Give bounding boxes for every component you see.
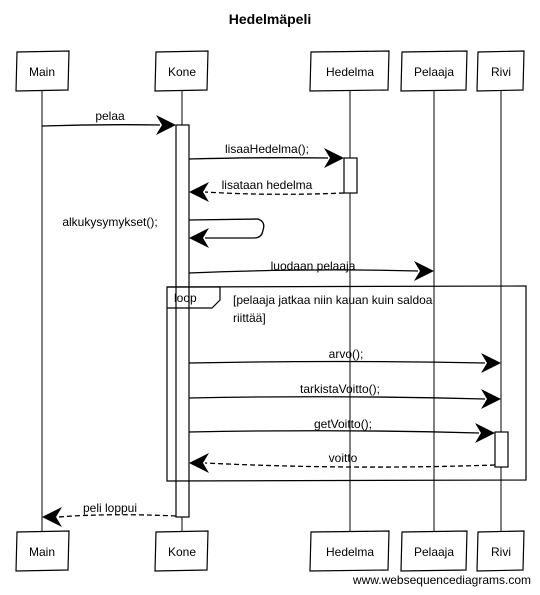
message-label: tarkistaVoitto(); <box>300 382 380 396</box>
arrowhead-icon <box>481 353 501 373</box>
message-getvoitto: getVoitto(); <box>188 417 495 443</box>
participant-pelaaja-label: Pelaaja <box>414 65 454 79</box>
message-label: lisaaHedelma(); <box>225 142 309 156</box>
participant-main-bottom: Main <box>15 530 70 572</box>
participant-rivi-bottom: Rivi <box>476 530 525 572</box>
message-pelaa: pelaa <box>41 109 176 135</box>
activation-rivi <box>494 431 509 468</box>
message-label: arvo(); <box>329 347 364 361</box>
participant-pelaaja-bottom: Pelaaja <box>400 530 468 572</box>
participant-main-label: Main <box>29 545 55 559</box>
message-label: voitto <box>329 451 358 465</box>
message-lisaahedelma: lisaaHedelma(); <box>188 142 344 168</box>
participant-kone-label: Kone <box>168 545 196 559</box>
activation-kone <box>175 124 190 518</box>
arrowhead-icon <box>42 507 62 527</box>
message-peli-loppui: peli loppui <box>42 501 177 527</box>
loop-condition-line1: [pelaaja jatkaa niin kauan kuin saldoa <box>233 293 433 307</box>
activation-hedelma <box>343 157 358 194</box>
message-lisataan-hedelma: lisataan hedelma <box>189 178 345 202</box>
participant-pelaaja-label: Pelaaja <box>414 545 454 559</box>
participant-hedelma-bottom: Hedelma <box>309 530 390 572</box>
participant-kone-label: Kone <box>168 65 196 79</box>
participant-hedelma-top: Hedelma <box>309 50 390 92</box>
diagram-title: Hedelmäpeli <box>229 11 311 27</box>
message-label: lisataan hedelma <box>222 178 313 192</box>
loop-frame: loop [pelaaja jatkaa niin kauan kuin sal… <box>166 285 527 482</box>
arrowhead-icon <box>481 389 501 409</box>
message-tarkistavoitto: tarkistaVoitto(); <box>188 382 501 409</box>
watermark: www.websequencediagrams.com <box>352 573 531 587</box>
message-label: luodaan pelaaja <box>271 259 356 273</box>
arrowhead-icon <box>189 453 209 473</box>
participant-rivi-label: Rivi <box>491 545 511 559</box>
message-voitto: voitto <box>189 451 496 473</box>
message-alkukysymykset: alkukysymykset(); <box>62 215 265 248</box>
arrowhead-icon <box>324 148 344 168</box>
arrowhead-icon <box>475 423 495 443</box>
participant-rivi-label: Rivi <box>491 65 511 79</box>
participant-kone-bottom: Kone <box>154 530 209 572</box>
loop-keyword: loop <box>174 291 197 305</box>
arrowhead-icon <box>189 228 209 248</box>
participant-hedelma-label: Hedelma <box>326 65 374 79</box>
arrowhead-icon <box>414 261 434 281</box>
message-label: getVoitto(); <box>314 417 372 431</box>
message-luodaan-pelaaja: luodaan pelaaja <box>188 259 434 281</box>
participant-main-top: Main <box>15 50 70 92</box>
message-label: pelaa <box>95 109 125 123</box>
participant-pelaaja-top: Pelaaja <box>400 50 468 92</box>
loop-condition-line2: riittää] <box>233 311 266 325</box>
arrowhead-icon <box>189 182 209 202</box>
participant-rivi-top: Rivi <box>476 50 525 92</box>
message-label: peli loppui <box>83 501 137 515</box>
message-arvo: arvo(); <box>188 347 501 373</box>
participant-kone-top: Kone <box>154 50 209 92</box>
message-label: alkukysymykset(); <box>62 215 157 229</box>
participant-main-label: Main <box>29 65 55 79</box>
participant-hedelma-label: Hedelma <box>326 545 374 559</box>
arrowhead-icon <box>156 115 176 135</box>
